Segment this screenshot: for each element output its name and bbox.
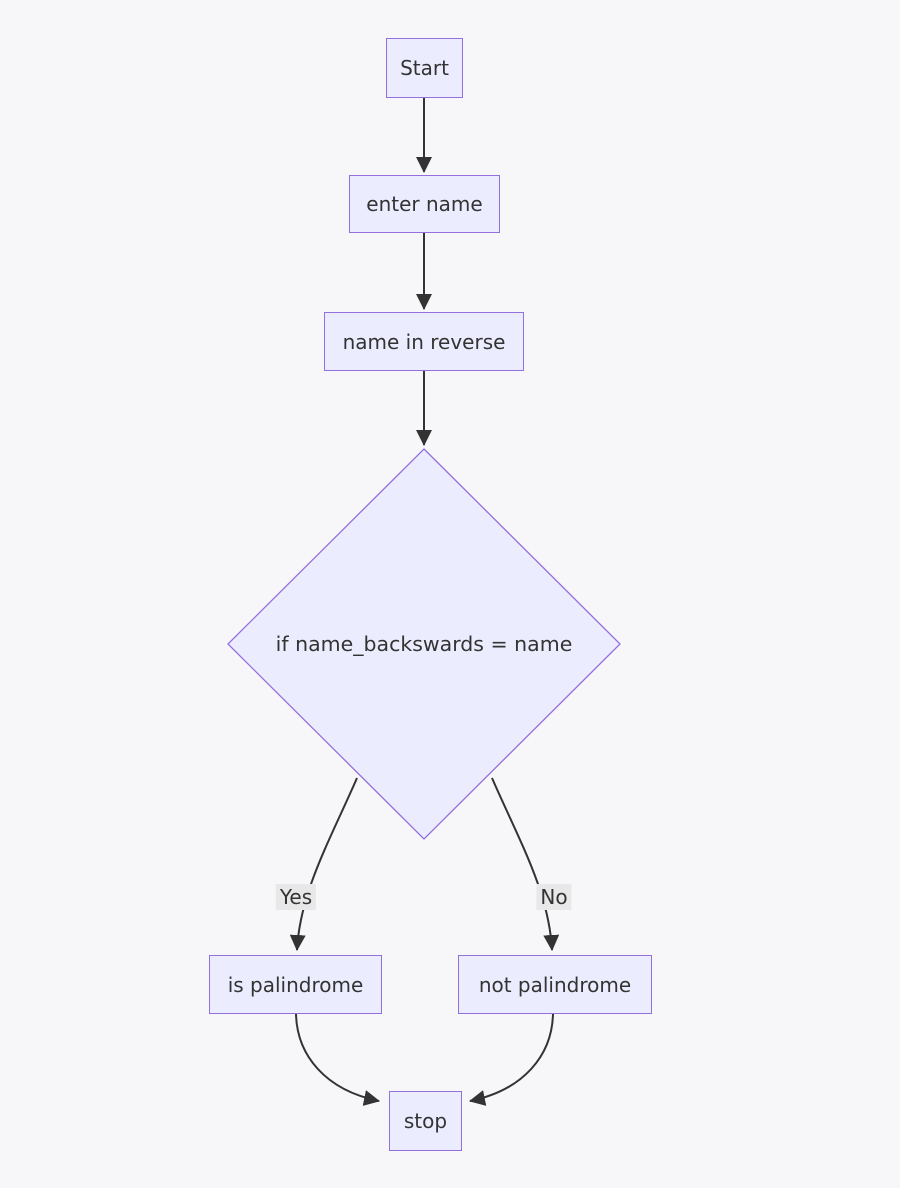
node-enter-name-label: enter name bbox=[366, 192, 483, 216]
node-not-palindrome: not palindrome bbox=[458, 955, 652, 1014]
edge-label-yes: Yes bbox=[275, 884, 317, 910]
node-enter-name: enter name bbox=[349, 175, 500, 233]
node-is-palindrome-label: is palindrome bbox=[227, 972, 364, 997]
edge-label-no: No bbox=[536, 884, 572, 910]
node-stop: stop bbox=[389, 1091, 462, 1151]
edge-is-palindrome-to-stop bbox=[295, 1013, 380, 1106]
node-name-in-reverse: name in reverse bbox=[324, 312, 524, 371]
node-start: Start bbox=[386, 38, 463, 98]
edge-decision-yes-to-is-palindrome bbox=[289, 777, 358, 951]
node-stop-label: stop bbox=[403, 1109, 448, 1133]
edge-decision-no-to-not-palindrome bbox=[491, 777, 560, 951]
node-start-label: Start bbox=[400, 56, 449, 80]
node-name-in-reverse-label: name in reverse bbox=[342, 329, 506, 354]
node-decision-label: if name_backswards = name bbox=[275, 632, 573, 656]
edge-not-palindrome-to-stop bbox=[469, 1013, 554, 1106]
decision-diamond-shape bbox=[227, 448, 621, 840]
node-is-palindrome: is palindrome bbox=[209, 955, 382, 1014]
node-not-palindrome-label: not palindrome bbox=[478, 972, 632, 997]
